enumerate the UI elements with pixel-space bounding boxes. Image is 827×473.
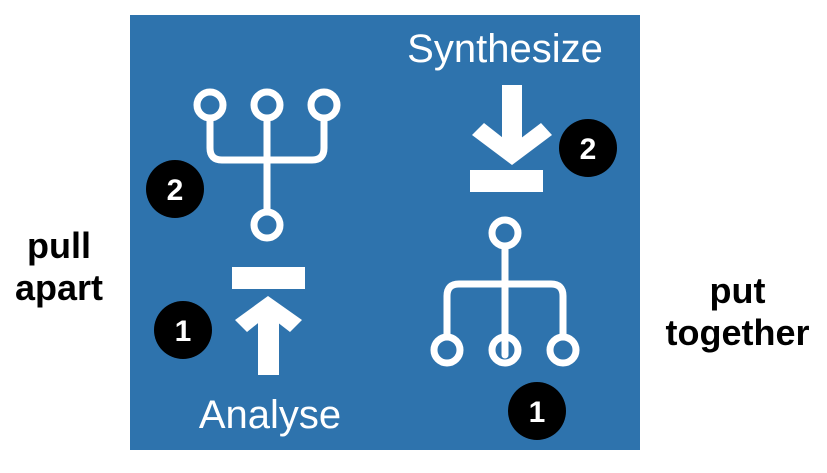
badge-synthesize-1: 1 — [508, 382, 566, 440]
badge-number: 1 — [529, 396, 546, 429]
badge-analyse-1: 1 — [154, 301, 212, 359]
pull-apart-line2: apart — [14, 267, 104, 308]
branch-merge-icon — [430, 216, 580, 367]
put-together-line2: together — [665, 312, 810, 353]
badge-analyse-2: 2 — [146, 160, 204, 218]
up-arrow-to-bar-icon — [232, 267, 305, 375]
analyse-label: Analyse — [199, 393, 341, 437]
badge-number: 2 — [580, 133, 597, 166]
badge-number: 1 — [175, 315, 192, 348]
blue-panel — [130, 15, 640, 450]
pull-apart-line1: pull — [27, 225, 91, 266]
synthesize-label: Synthesize — [407, 27, 603, 71]
badge-synthesize-2: 2 — [559, 119, 617, 177]
branch-split-icon — [193, 88, 341, 242]
pull-apart-label: pull apart — [0, 225, 118, 309]
badge-number: 2 — [167, 174, 184, 207]
put-together-label: put together — [648, 270, 827, 354]
put-together-line1: put — [709, 270, 766, 311]
down-arrow-to-bar-icon — [470, 85, 552, 192]
